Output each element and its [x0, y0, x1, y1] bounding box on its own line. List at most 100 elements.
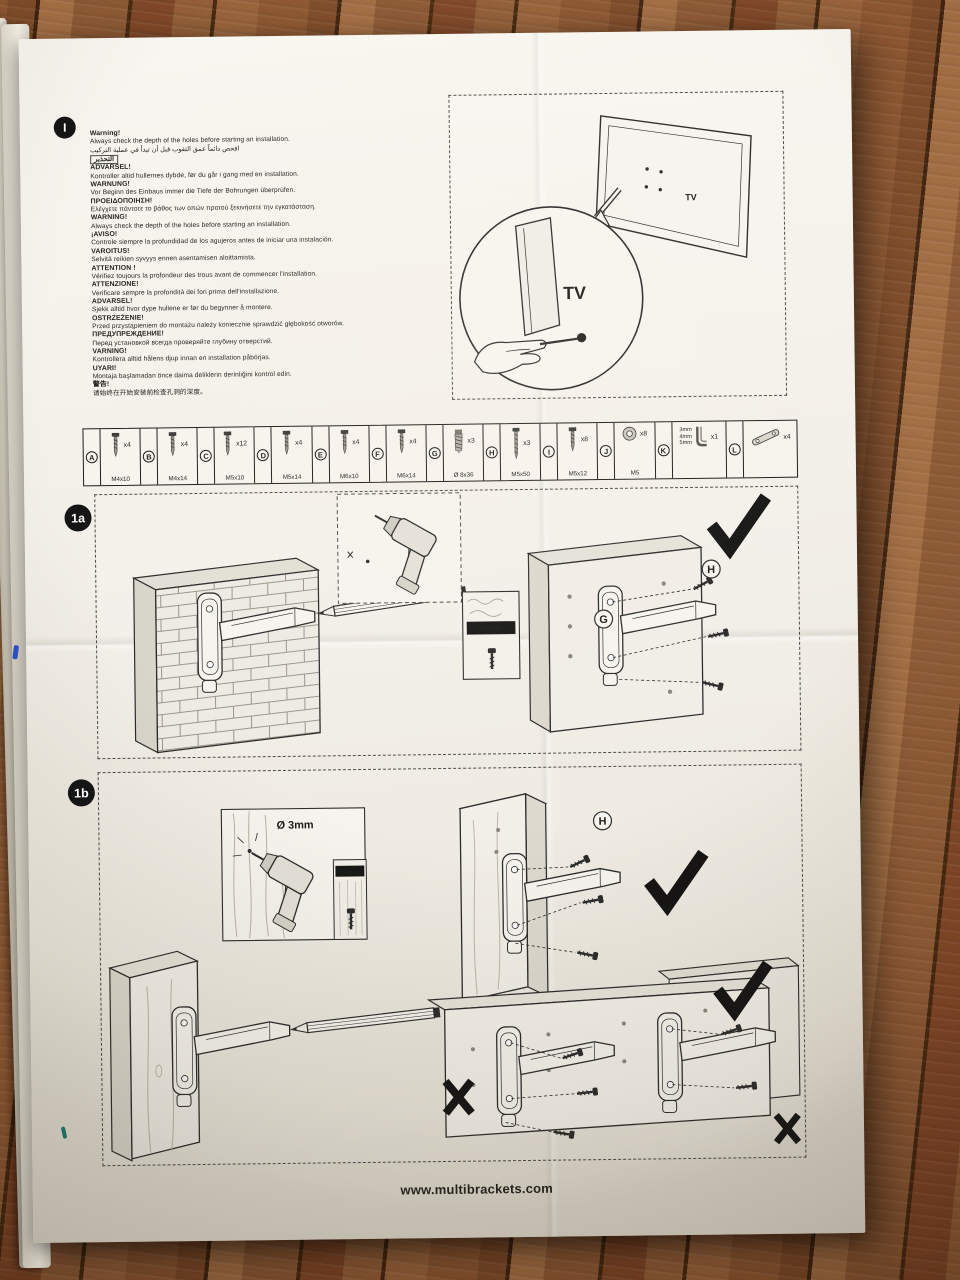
part-letter-label: L — [728, 443, 741, 456]
screw-icon — [283, 430, 291, 455]
screw-icon — [340, 430, 348, 455]
depth-inset: 50mm — [461, 590, 521, 680]
checkmark-icon — [711, 497, 766, 549]
screw-icon — [168, 432, 177, 457]
warning-heading-boxed: التحذير — [90, 154, 119, 165]
ink-mark — [60, 1126, 68, 1139]
screw-icon — [224, 431, 232, 456]
part-letter: I — [540, 423, 559, 480]
drill-inset — [336, 492, 462, 604]
magnifier-circle: TV — [459, 206, 644, 391]
part-qty: x4 — [783, 433, 791, 441]
part-cell-d: D x4 M5x14 — [254, 426, 313, 484]
part-spec: M5x10 — [225, 474, 245, 482]
section-marker-1b-label: 1b — [74, 785, 89, 801]
part-letter: C — [197, 427, 216, 484]
pilot-label: Ø 3mm — [276, 819, 313, 831]
tv-depth-illustration: TV TV — [459, 115, 752, 391]
part-spec: M6x10 — [339, 473, 359, 481]
part-letter: J — [597, 422, 616, 480]
depth-label-1b: 50mm — [341, 869, 360, 876]
section-marker-1a: 1a — [64, 504, 92, 532]
step-1a-figure: 50mm G H — [94, 485, 802, 760]
part-cell-j: J x8 M5 — [597, 422, 656, 480]
part-letter-label: I — [542, 445, 556, 458]
wall-anchor-icon — [454, 429, 463, 454]
part-letter-label: K — [657, 444, 670, 457]
part-letter-label: H — [485, 446, 498, 459]
screw-callout: H — [701, 559, 721, 579]
part-cell-c: C x12 M5x10 — [197, 427, 256, 484]
anchor-callout: G — [594, 609, 614, 629]
screw-icon — [397, 429, 405, 454]
part-cell-h: H x3 M5x50 — [483, 423, 542, 481]
part-cell-g: G x3 Ø 8x36 — [426, 424, 485, 482]
part-spec: M4x14 — [168, 475, 188, 483]
part-cell-k: K 3mm 4mm 5mm x1 — [654, 421, 727, 479]
part-spec: M6x14 — [397, 472, 416, 480]
part-spec: Ø 8x36 — [453, 471, 474, 479]
section-marker-1b: 1b — [67, 779, 96, 807]
part-cell-b: B x4 M4x14 — [140, 427, 199, 485]
part-spec: M5 — [630, 469, 640, 477]
screw-icon — [580, 893, 606, 908]
checkmark-icon — [649, 853, 704, 905]
section-marker-1a-label: 1a — [70, 510, 86, 526]
wrench-icon — [751, 429, 780, 446]
screw-icon — [705, 626, 731, 642]
part-qty: x12 — [235, 439, 248, 448]
section-marker-intro: I — [53, 116, 76, 139]
part-letter-label: G — [428, 447, 441, 460]
screw-icon — [111, 432, 120, 458]
part-cell-e: E x4 M6x10 — [312, 425, 370, 483]
x-mark-icon — [776, 1115, 798, 1142]
step-1a-illustration: 50mm G H — [131, 487, 800, 754]
part-letter: B — [140, 428, 159, 485]
footer-url: www.multibrackets.com — [400, 1180, 554, 1198]
bracket-icon — [171, 1005, 292, 1108]
screw-icon — [568, 427, 577, 452]
screw-label-h: H — [707, 564, 715, 576]
part-qty: x4 — [352, 438, 360, 446]
tv-panel-label: TV — [685, 192, 697, 202]
allen-key-sizes: 3mm 4mm 5mm — [679, 427, 692, 446]
pilot-drill-inset: Ø 3mm 50mm — [220, 807, 368, 942]
part-letter: F — [369, 425, 387, 482]
part-cell-l: L x4 — [726, 421, 797, 478]
part-spec: M5x12 — [568, 470, 588, 478]
part-cell-i: I x8 M5x12 — [540, 423, 599, 480]
part-letter: G — [426, 424, 445, 482]
part-qty: x4 — [295, 439, 303, 447]
instruction-sheet: I Warning! Always check the depth of the… — [12, 28, 866, 1244]
part-letter-label: J — [600, 444, 613, 458]
part-cell-f: F x4 M6x14 — [369, 425, 428, 482]
depth-label-1a: 50mm — [480, 624, 502, 633]
pencil-icon — [290, 1006, 442, 1036]
part-qty: x3 — [523, 439, 531, 447]
allen-key-icon — [696, 426, 708, 447]
part-letter: H — [483, 424, 502, 481]
part-letter-label: C — [200, 449, 213, 462]
section-marker-intro-label: I — [63, 120, 67, 135]
part-letter: A — [83, 429, 102, 486]
part-letter: L — [726, 421, 744, 478]
part-spec: M5x14 — [282, 473, 302, 481]
part-letter-label: D — [257, 449, 270, 462]
part-qty: x4 — [123, 441, 131, 449]
part-cell-a: A x4 M4x10 — [83, 428, 142, 486]
part-letter: K — [654, 422, 673, 479]
allen-size: 5mm — [679, 440, 692, 447]
part-letter: E — [312, 426, 330, 483]
part-qty: x3 — [467, 437, 475, 445]
anchor-label-g: G — [599, 614, 608, 626]
part-qty: x8 — [639, 429, 648, 438]
warning-text-block: Warning! Always check the depth of the h… — [90, 126, 403, 398]
part-qty: x8 — [580, 435, 589, 443]
depth-subinset: 50mm — [332, 858, 368, 940]
part-letter-label: B — [142, 450, 156, 463]
screw-callout: H — [592, 811, 613, 831]
screw-icon — [700, 677, 726, 693]
tv-zoom-label: TV — [563, 283, 586, 303]
step-1b-illustration: Ø 3mm 50mm — [108, 792, 806, 1162]
part-spec: M4x10 — [111, 475, 130, 484]
